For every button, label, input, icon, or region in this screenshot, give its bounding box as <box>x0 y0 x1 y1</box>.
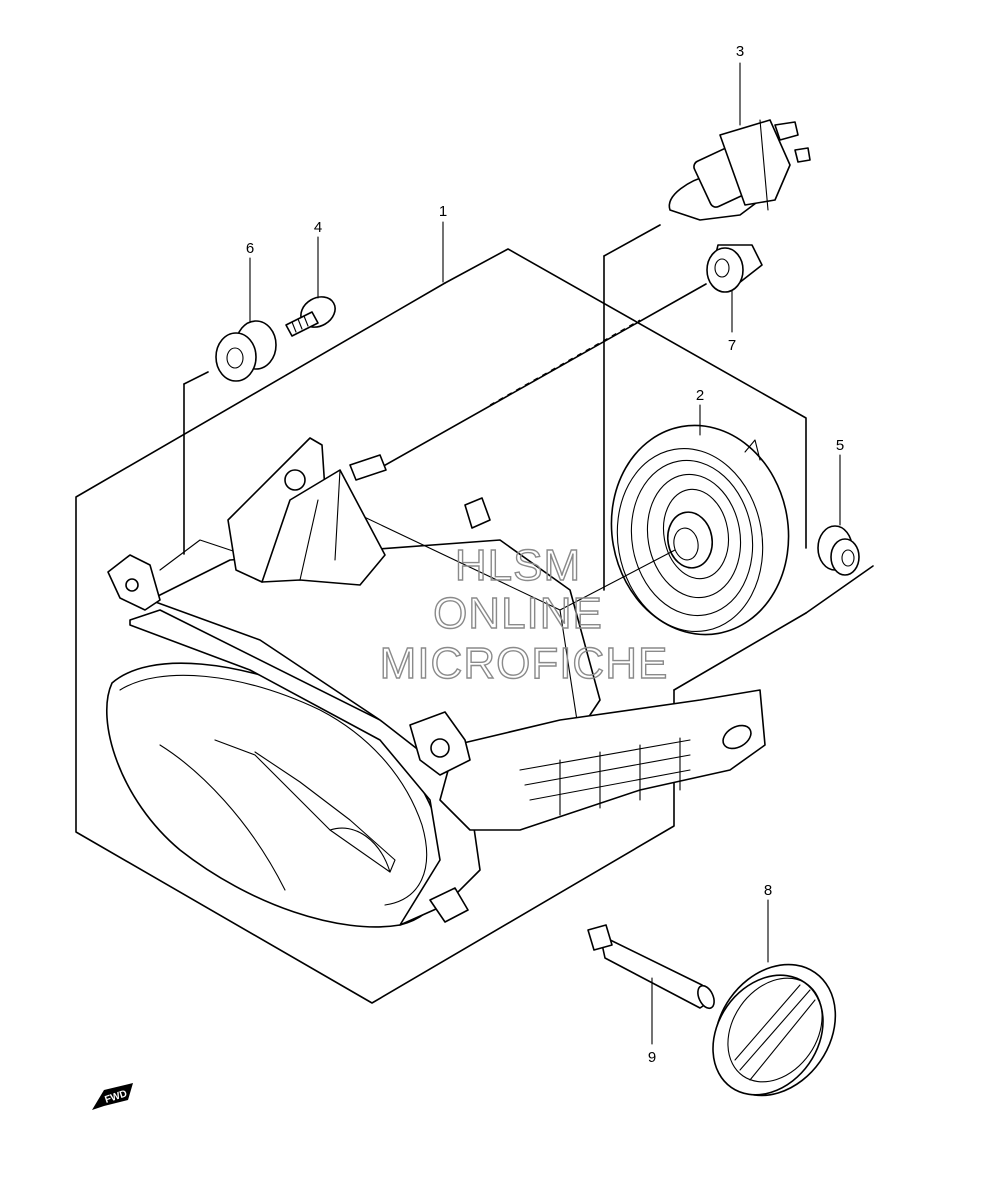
callout-6: 6 <box>246 240 254 257</box>
headlamp-housing <box>105 437 766 928</box>
callout-labels: 1 2 3 4 5 6 7 8 9 <box>246 43 844 1066</box>
callout-4: 4 <box>314 219 322 236</box>
reflex-reflector <box>712 963 837 1097</box>
leader-lines <box>249 62 841 1045</box>
callout-8: 8 <box>764 882 772 899</box>
mounting-screw <box>285 296 336 337</box>
callout-3: 3 <box>736 43 744 60</box>
callout-9: 9 <box>648 1049 656 1066</box>
callout-1: 1 <box>439 203 447 220</box>
reflector-socket <box>559 424 790 636</box>
callout-7: 7 <box>728 337 736 354</box>
assembly-outline <box>75 224 874 1004</box>
fwd-arrow-icon: FWD <box>92 1083 133 1110</box>
watermark-line-3: MICROFICHE <box>380 639 669 688</box>
dust-cap <box>706 244 763 293</box>
watermark-line-2: ONLINE <box>433 589 603 638</box>
rubber-grommet-right <box>817 525 860 576</box>
mounting-pin <box>587 924 715 1010</box>
callout-5: 5 <box>836 437 844 454</box>
halogen-bulb <box>668 119 811 221</box>
callout-2: 2 <box>696 387 704 404</box>
rubber-grommet-left <box>215 320 277 382</box>
watermark: HLSM ONLINE MICROFICHE <box>379 540 669 688</box>
watermark-line-1: HLSM <box>455 541 581 590</box>
